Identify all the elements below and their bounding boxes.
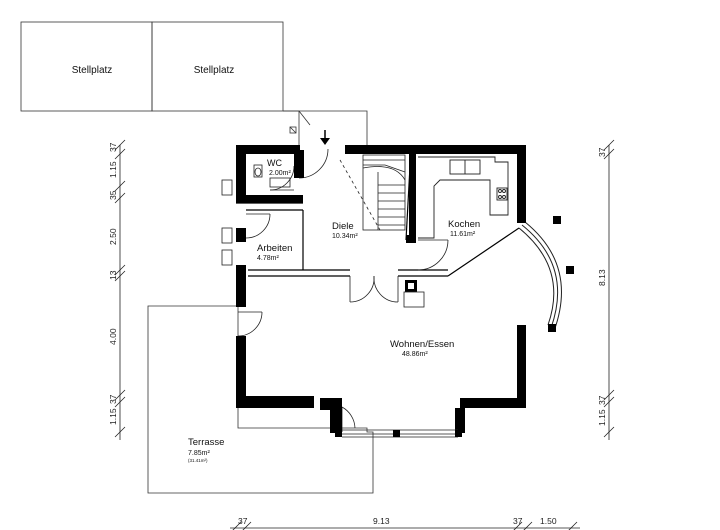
dim-left-4: 2.50 xyxy=(108,228,118,245)
room-arbeiten-area: 4.78m² xyxy=(257,255,279,262)
room-terrasse-area: 7.85m² xyxy=(188,450,210,457)
left-windows xyxy=(221,179,233,266)
dim-left-7: 1.15 xyxy=(108,408,118,425)
partitions xyxy=(236,147,520,277)
dim-left-2: 1.15 xyxy=(108,161,118,178)
room-wc-name: WC xyxy=(267,158,282,168)
room-arbeiten-name: Arbeiten xyxy=(257,243,292,254)
gas-valve-icon xyxy=(289,126,297,134)
room-kochen-name: Kochen xyxy=(448,219,480,230)
dimension-labels-right: 37 8.13 1.15 37 xyxy=(597,147,607,426)
dim-left-1: 37 xyxy=(108,142,118,152)
room-terrasse-name: Terrasse xyxy=(188,437,224,448)
dim-right-4: 37 xyxy=(597,395,607,405)
room-diele-area: 10.34m² xyxy=(332,233,358,240)
entrance-arrow-icon xyxy=(320,130,330,145)
stove-icon xyxy=(403,280,425,308)
dimension-line-bottom xyxy=(230,521,580,530)
parking-left-label: Stellplatz xyxy=(72,65,113,76)
dimension-line-right xyxy=(603,139,615,440)
dim-bottom-4: 1.50 xyxy=(540,516,557,526)
walls xyxy=(236,145,526,433)
dim-bottom-2: 9.13 xyxy=(373,516,390,526)
dimension-labels-left: 37 1.15 35 2.50 13 4.00 1.15 37 xyxy=(108,142,118,425)
bay-window xyxy=(518,221,562,332)
parking-space-right xyxy=(151,21,284,112)
dim-left-3: 35 xyxy=(108,190,118,200)
dimension-labels-bottom: 37 9.13 37 1.50 xyxy=(238,516,557,526)
dim-left-5: 13 xyxy=(108,270,118,280)
bay-window-mullions xyxy=(548,216,574,332)
room-diele-name: Diele xyxy=(332,221,354,232)
dim-right-3: 1.15 xyxy=(597,409,607,426)
dim-bottom-3: 37 xyxy=(513,516,523,526)
dim-left-8: 37 xyxy=(108,394,118,404)
staircase xyxy=(339,154,406,231)
bottom-window-mullions xyxy=(335,430,462,437)
room-wc-area: 2.00m² xyxy=(269,170,291,177)
room-terrasse-note: (31.41m²) xyxy=(188,458,208,463)
parking-area xyxy=(20,21,284,112)
dim-left-6: 4.00 xyxy=(108,328,118,345)
room-wohnen-name: Wohnen/Essen xyxy=(390,339,454,350)
dim-right-1: 37 xyxy=(597,147,607,157)
dim-bottom-1: 37 xyxy=(238,516,248,526)
kitchen-counter xyxy=(418,156,509,239)
parking-right-label: Stellplatz xyxy=(194,65,235,76)
dimension-line-left xyxy=(114,139,126,440)
room-wohnen-area: 48.86m² xyxy=(402,351,428,358)
room-kochen-area: 11.61m² xyxy=(450,231,476,238)
entrance-path xyxy=(283,110,368,146)
wc-fixtures xyxy=(253,164,291,188)
dim-right-2: 8.13 xyxy=(597,269,607,286)
doors xyxy=(237,148,449,432)
